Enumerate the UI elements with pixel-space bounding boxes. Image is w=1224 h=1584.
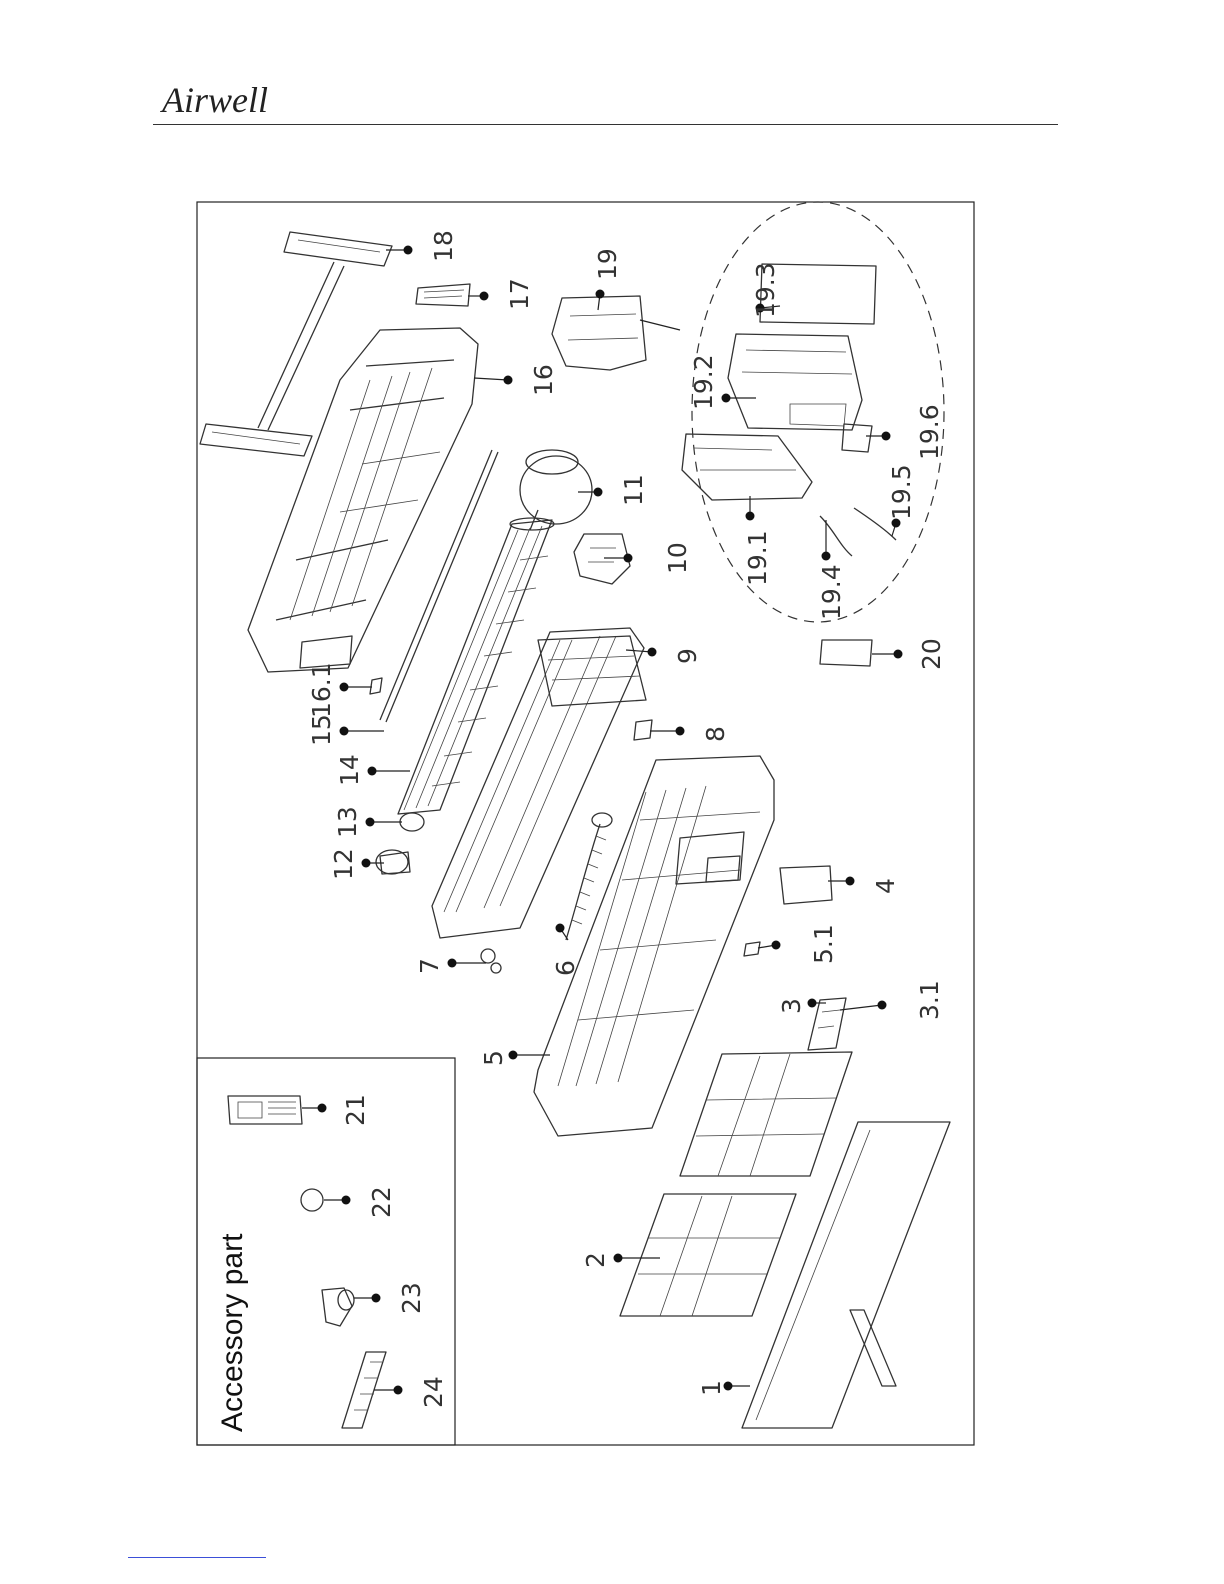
callout-label: 23 (397, 1282, 426, 1314)
callout-label: 18 (429, 230, 458, 262)
part-cover-4 (780, 866, 832, 904)
part-motor-clamp (574, 534, 630, 584)
part-bearing-holder-12 (376, 850, 410, 874)
callout-label: 7 (415, 958, 444, 974)
callout-label: 5 (479, 1050, 508, 1066)
part-control-box (552, 296, 680, 370)
part-connector-8 (634, 720, 652, 740)
callout-label: 6 (551, 960, 580, 976)
callout-label: 3 (777, 998, 806, 1014)
callout-label: 8 (701, 726, 730, 742)
callout-label: 19.1 (743, 530, 772, 586)
callout-label: 16 (529, 364, 558, 396)
part-front-panel (742, 1122, 950, 1428)
callout-label: 11 (619, 474, 648, 506)
part-sensor-19-4 (820, 516, 852, 556)
accessory-part-title: Accessory part (216, 1233, 249, 1432)
callout-label: 3.1 (915, 980, 944, 1020)
callout-label: 19.4 (817, 564, 846, 620)
callout-label: 13 (333, 806, 362, 838)
callout-label: 2 (581, 1252, 610, 1268)
part-caps-7 (481, 949, 501, 973)
callout-label: 16.1 (307, 662, 336, 718)
callout-label: 19.5 (887, 464, 916, 520)
part-mounting-plate (200, 232, 392, 456)
accessory-elbow-23 (322, 1288, 354, 1326)
part-front-frame (534, 756, 774, 1136)
callout-label: 12 (329, 848, 358, 880)
part-crossflow-fan (398, 518, 554, 814)
part-20 (820, 640, 872, 666)
part-clip-16-1 (370, 678, 382, 694)
part-box-base-19-1 (682, 434, 812, 500)
callout-label: 1 (697, 1380, 726, 1396)
callout-label: 10 (663, 542, 692, 574)
accessory-remote-control (228, 1096, 302, 1124)
callout-label: 17 (505, 278, 534, 310)
callout-label: 19 (593, 248, 622, 280)
part-bearing-13 (400, 813, 424, 831)
callout-label: 4 (871, 878, 900, 894)
part-air-filters (620, 1052, 852, 1316)
callout-label: 19.6 (915, 404, 944, 460)
callout-label: 20 (917, 638, 946, 670)
callout-label: 9 (673, 648, 702, 664)
part-rod-15 (380, 450, 498, 722)
callout-label: 19.3 (751, 262, 780, 318)
callout-label: 21 (341, 1094, 370, 1126)
part-electrical-box-19-2 (728, 334, 862, 430)
part-clip-5-1 (744, 942, 760, 956)
part-evaporator (432, 628, 646, 938)
callout-label: 22 (367, 1186, 396, 1218)
part-bracket-17 (416, 284, 470, 306)
part-drain-hose (566, 813, 612, 940)
part-chassis (248, 328, 478, 672)
callout-label: 14 (335, 754, 364, 786)
part-terminal-19-6 (842, 424, 872, 452)
accessory-ring-22 (301, 1189, 323, 1211)
callout-label: 19.2 (689, 354, 718, 410)
callout-label: 5.1 (809, 924, 838, 964)
callout-label: 24 (419, 1376, 448, 1408)
